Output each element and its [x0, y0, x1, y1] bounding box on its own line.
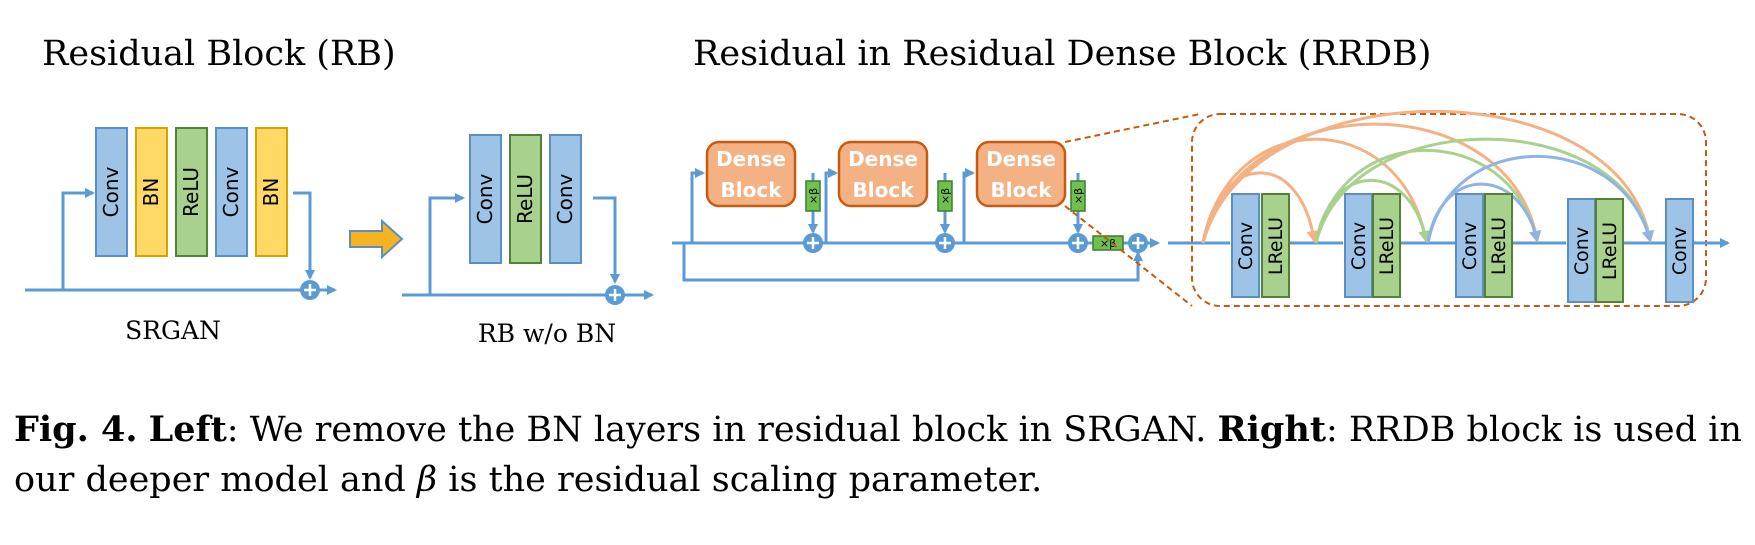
rb-conv-2-label: Conv — [553, 173, 577, 224]
dense-lrelu-1 — [1261, 193, 1290, 298]
caption-beta-symbol: β — [416, 460, 438, 500]
dense-block-3: Dense Block — [975, 140, 1067, 208]
beta-scale-1: ×β — [805, 180, 821, 212]
transition-arrow-icon — [349, 218, 404, 260]
dense-block-3-line2: Block — [991, 178, 1053, 202]
zoom-guide-lines — [1064, 113, 1201, 307]
svg-text:×β: ×β — [939, 188, 952, 204]
rrdb-sum-node-1 — [803, 233, 823, 253]
dense-block-2: Dense Block — [837, 140, 929, 208]
dense-block-3-line1: Dense — [986, 147, 1056, 171]
caption-right-text-1: : RRDB block is used in our deeper model… — [14, 410, 1742, 500]
beta-scale-outer: ×β — [1092, 235, 1124, 251]
dense-skip-arcs — [1201, 110, 1655, 244]
dense-lrelu-3-label: LReLU — [1488, 217, 1510, 275]
dense-conv-4-label: Conv — [1571, 227, 1593, 275]
caption-right-label: Right — [1217, 409, 1326, 450]
srgan-bn-1-label: BN — [139, 178, 163, 207]
svg-text:×β: ×β — [1072, 188, 1085, 204]
caption-left-text: : We remove the BN layers in residual bl… — [226, 410, 1218, 450]
dense-conv-1-label: Conv — [1235, 222, 1257, 270]
srgan-conv-1 — [95, 127, 128, 257]
dense-conv-5 — [1665, 198, 1694, 303]
srgan-label: SRGAN — [125, 316, 221, 345]
rb-relu-label: ReLU — [513, 174, 537, 224]
dense-block-1-line1: Dense — [716, 147, 786, 171]
dense-lrelu-1-label: LReLU — [1265, 217, 1287, 275]
figure-caption: Fig. 4. Left: We remove the BN layers in… — [14, 405, 1744, 505]
svg-text:×β: ×β — [1100, 237, 1116, 250]
srgan-conv-1-label: Conv — [99, 166, 123, 217]
dense-conv-5-label: Conv — [1669, 227, 1691, 275]
dense-block-1: Dense Block — [705, 140, 797, 208]
title-residual-block: Residual Block (RB) — [42, 34, 396, 74]
dense-conv-4 — [1567, 198, 1596, 303]
dense-block-2-line1: Dense — [848, 147, 918, 171]
srgan-relu — [175, 127, 208, 257]
srgan-conv-2 — [215, 127, 248, 257]
rb-conv-1-label: Conv — [473, 173, 497, 224]
srgan-sum-node — [300, 280, 320, 300]
rb-sum-node — [605, 285, 625, 305]
rb-relu — [509, 134, 542, 264]
dense-lrelu-4-label: LReLU — [1599, 222, 1621, 280]
srgan-bn-2 — [255, 127, 288, 257]
rrdb-sum-node-3 — [1068, 233, 1088, 253]
dense-conv-3 — [1455, 193, 1484, 298]
rb-conv-1 — [469, 134, 502, 264]
dense-lrelu-3 — [1484, 193, 1513, 298]
rrdb-sum-node-outer — [1128, 233, 1148, 253]
rrdb-sum-node-2 — [935, 233, 955, 253]
srgan-conv-2-label: Conv — [219, 166, 243, 217]
caption-fig-label: Fig. 4. — [14, 409, 138, 450]
dense-block-detail-frame — [1191, 113, 1707, 307]
srgan-bn-1 — [135, 127, 168, 257]
dense-block-1-line2: Block — [721, 178, 783, 202]
beta-scale-2: ×β — [937, 180, 953, 212]
title-rrdb: Residual in Residual Dense Block (RRDB) — [693, 34, 1431, 74]
srgan-residual-block — [25, 188, 337, 295]
dense-lrelu-4 — [1595, 198, 1624, 303]
caption-left-label: Left — [148, 409, 227, 450]
dense-conv-2-label: Conv — [1348, 222, 1370, 270]
dense-lrelu-2 — [1372, 193, 1401, 298]
dense-lrelu-2-label: LReLU — [1376, 217, 1398, 275]
dense-conv-3-label: Conv — [1459, 222, 1481, 270]
caption-right-text-2: is the residual scaling parameter. — [437, 460, 1043, 500]
dense-conv-1 — [1231, 193, 1260, 298]
beta-scale-3: ×β — [1070, 180, 1086, 212]
dense-block-2-line2: Block — [853, 178, 915, 202]
srgan-relu-label: ReLU — [179, 167, 203, 217]
rb-conv-2 — [549, 134, 582, 264]
srgan-bn-2-label: BN — [259, 178, 283, 207]
svg-text:×β: ×β — [807, 188, 820, 204]
rb-wo-bn-label: RB w/o BN — [478, 319, 616, 348]
